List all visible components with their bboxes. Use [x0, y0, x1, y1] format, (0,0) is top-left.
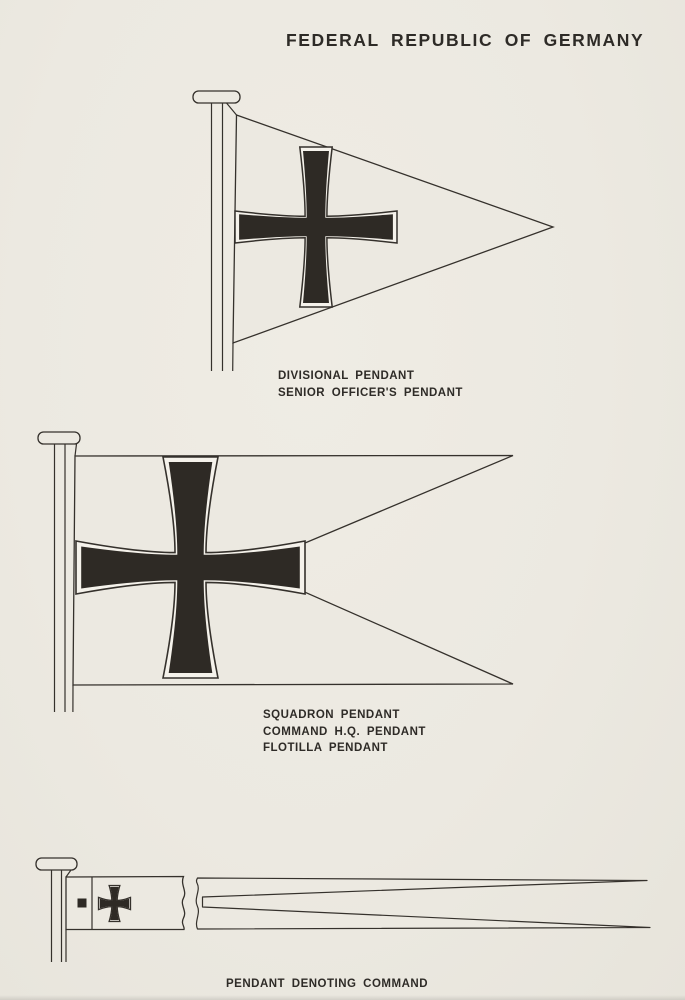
mast-truck: [192, 90, 241, 104]
iron-cross: [81, 462, 300, 673]
caption-line: COMMAND H.Q. PENDANT: [263, 725, 426, 738]
iron-cross: [239, 151, 393, 303]
iron-cross: [99, 886, 130, 921]
mast: [50, 869, 72, 962]
caption-line: DIVISIONAL PENDANT: [278, 370, 415, 382]
pennant-fly-section: [195, 877, 651, 930]
page-title: FEDERAL REPUBLIC OF GERMANY: [286, 30, 645, 50]
divisional-pendant-caption: DIVISIONAL PENDANT SENIOR OFFICER'S PEND…: [278, 368, 463, 401]
caption-line: SQUADRON PENDANT: [263, 709, 400, 721]
mast: [210, 102, 237, 372]
mast: [53, 443, 78, 713]
caption-line: PENDANT DENOTING COMMAND: [226, 978, 428, 990]
squadron-pendant-figure: [37, 431, 514, 713]
divisional-pendant-figure: [192, 90, 555, 372]
mast-truck: [35, 857, 78, 871]
command-pendant-figure: [35, 857, 651, 962]
mast-truck: [37, 431, 81, 445]
caption-line: FLOTILLA PENDANT: [263, 742, 388, 754]
squadron-pendant-caption: SQUADRON PENDANT COMMAND H.Q. PENDANT FL…: [263, 707, 426, 757]
caption-line: SENIOR OFFICER'S PENDANT: [278, 386, 463, 399]
command-pendant-caption: PENDANT DENOTING COMMAND: [226, 976, 428, 993]
hoist-toggle-square: [77, 898, 87, 908]
